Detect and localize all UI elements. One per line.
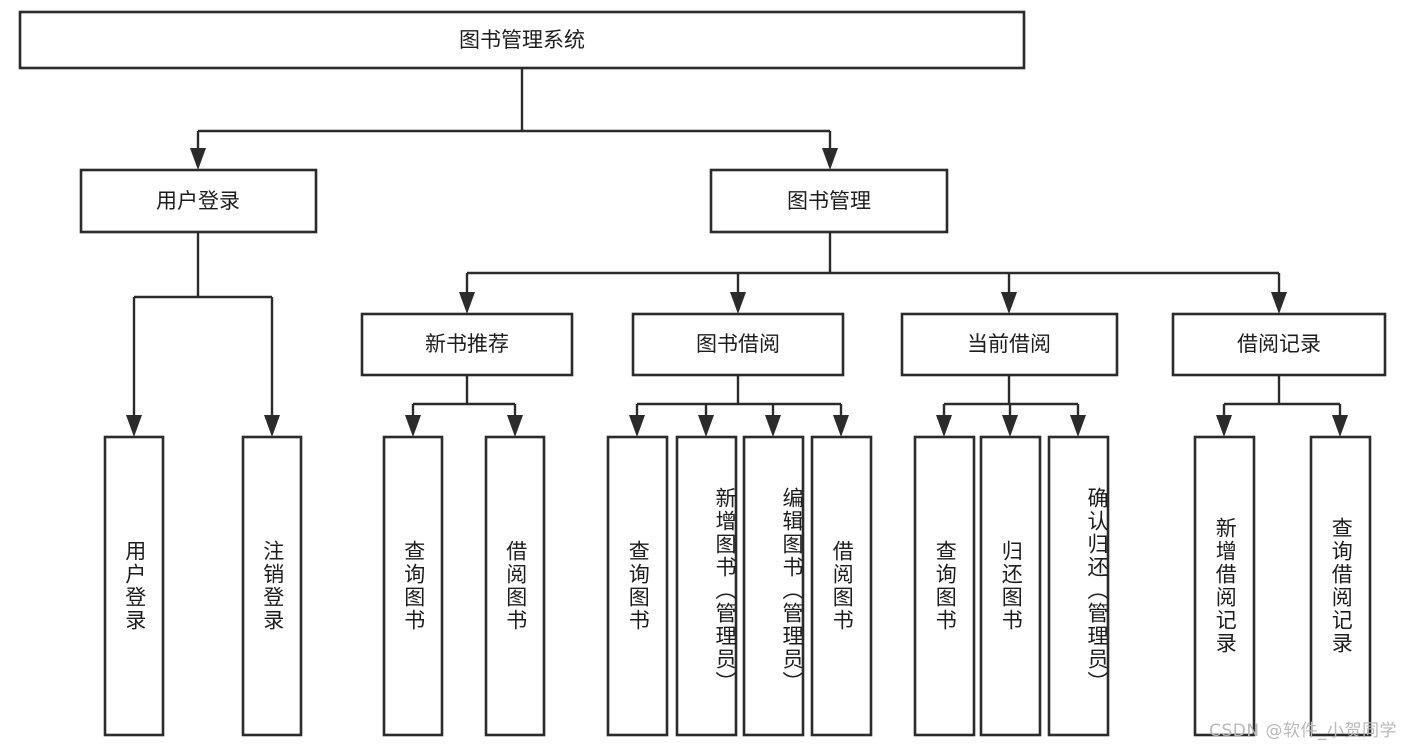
node-current-borrow-box[interactable] (900, 312, 1119, 377)
arrow-head-icon (629, 415, 645, 437)
arrow-head-icon (1070, 415, 1086, 437)
node-book-borrow-label: 图书借阅 (696, 332, 780, 356)
arrow-head-icon (833, 415, 849, 437)
arrow-head-icon (1271, 292, 1287, 314)
connector-bookmgmt-to-level2 (459, 232, 1287, 314)
connector-root-to-level1 (190, 68, 838, 170)
node-borrow-record[interactable]: 借阅记录 (1171, 312, 1387, 377)
node-book-borrow[interactable]: 图书借阅 (631, 312, 845, 377)
node-new-book-recommend-label: 新书推荐 (425, 332, 509, 356)
arrow-head-icon (698, 415, 714, 437)
arrow-head-icon (405, 415, 421, 437)
node-leaf-borrow-book-2-box[interactable] (810, 435, 873, 737)
node-borrow-record-box[interactable] (1171, 312, 1387, 377)
arrow-head-icon (1001, 292, 1017, 314)
node-leaf-add-record-box[interactable] (1193, 435, 1256, 737)
arrow-head-icon (1216, 415, 1232, 437)
arrow-head-icon (264, 415, 280, 437)
node-borrow-record-label: 借阅记录 (1237, 332, 1321, 356)
node-leaf-return-book-box[interactable] (979, 435, 1042, 737)
node-user-login-label: 用户登录 (156, 189, 240, 213)
node-book-management-label: 图书管理 (787, 189, 871, 213)
arrow-head-icon (1332, 415, 1348, 437)
node-book-borrow-box[interactable] (631, 312, 845, 377)
arrow-head-icon (936, 415, 952, 437)
arrow-head-icon (1002, 415, 1018, 437)
arrow-head-icon (190, 148, 206, 170)
node-leaf-add-book-box[interactable] (675, 435, 738, 737)
node-leaf-query-book-1-box[interactable] (382, 435, 444, 737)
connector-userlogin-to-leaves (126, 232, 280, 437)
connector-record-to-leaves (1216, 375, 1348, 437)
arrow-head-icon (822, 148, 838, 170)
watermark-text: CSDN @软件_小贺同学 (1209, 721, 1397, 741)
node-leaf-confirm-return-box[interactable] (1047, 435, 1110, 737)
node-leaf-query-book-3-box[interactable] (913, 435, 976, 737)
node-leaf-user-login-box[interactable] (103, 435, 165, 737)
node-leaf-borrow-book-1-box[interactable] (484, 435, 546, 737)
node-user-login[interactable]: 用户登录 (79, 168, 318, 234)
node-current-borrow-label: 当前借阅 (967, 332, 1051, 356)
connector-newbook-to-leaves (405, 375, 523, 437)
node-user-login-box[interactable] (79, 168, 318, 234)
node-root[interactable]: 图书管理系统 (18, 10, 1026, 70)
connector-borrow-to-leaves (629, 375, 849, 437)
node-leaf-query-record-box[interactable] (1309, 435, 1372, 737)
connector-current-to-leaves (936, 375, 1086, 437)
node-current-borrow[interactable]: 当前借阅 (900, 312, 1119, 377)
arrow-head-icon (730, 292, 746, 314)
node-book-management-box[interactable] (709, 168, 949, 234)
node-new-book-recommend-box[interactable] (360, 312, 574, 377)
arrow-head-icon (765, 415, 781, 437)
node-book-management[interactable]: 图书管理 (709, 168, 949, 234)
node-leaf-edit-book-box[interactable] (742, 435, 805, 737)
node-leaf-query-book-2-box[interactable] (606, 435, 669, 737)
node-new-book-recommend[interactable]: 新书推荐 (360, 312, 574, 377)
arrow-head-icon (459, 292, 475, 314)
node-root-box[interactable] (18, 10, 1026, 70)
arrow-head-icon (507, 415, 523, 437)
arrow-head-icon (126, 415, 142, 437)
node-root-label: 图书管理系统 (459, 28, 585, 52)
node-leaf-logout-box[interactable] (241, 435, 303, 737)
